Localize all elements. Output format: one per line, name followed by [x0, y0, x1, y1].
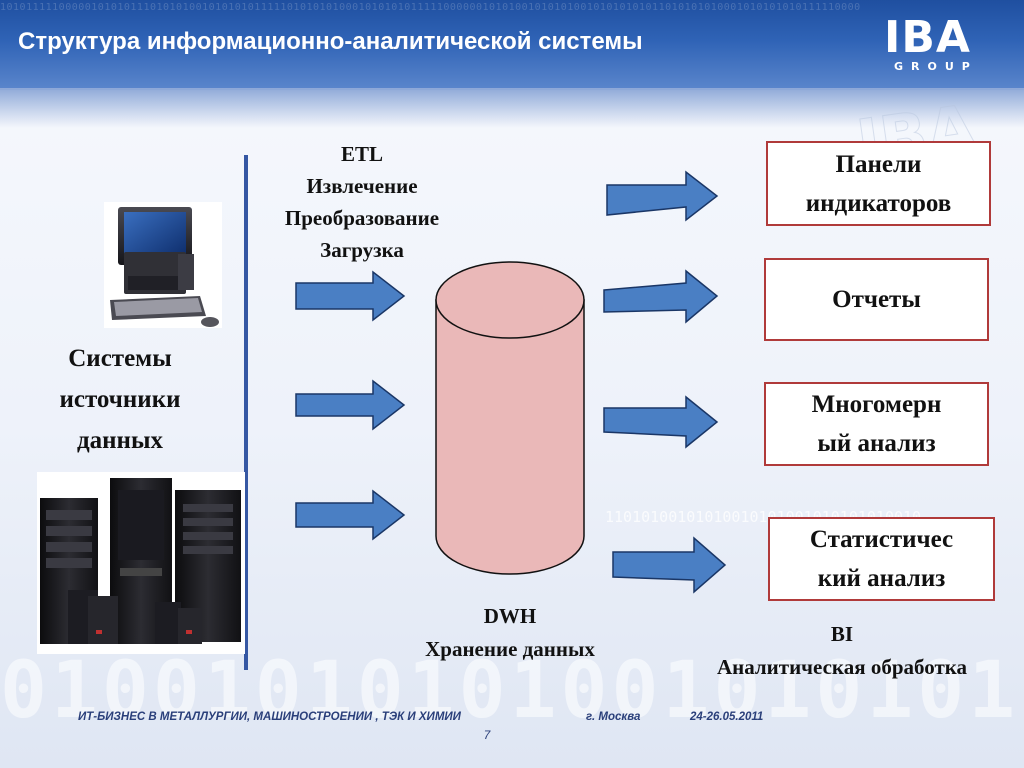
page-number: 7 [483, 728, 491, 742]
logo-sub-text: GROUP [894, 60, 978, 73]
output-line: кий анализ [817, 565, 946, 592]
output-box-reports: Отчеты [764, 258, 989, 341]
computer-image [104, 202, 222, 328]
etl-line: Загрузка [320, 238, 404, 262]
footer-city: г. Москва [586, 711, 641, 723]
footer-event: ИТ-БИЗНЕС В МЕТАЛЛУРГИИ, МАШИНОСТРОЕНИИ … [78, 711, 461, 723]
output-line: Статистичес [809, 526, 954, 553]
output-line: Панели [835, 150, 922, 178]
footer-date: 24-26.05.2011 [690, 711, 764, 723]
dwh-label: DWH Хранение данных [370, 600, 650, 666]
etl-line: Извлечение [306, 174, 418, 198]
output-arrow-3 [603, 395, 719, 449]
etl-line: ETL [340, 142, 384, 166]
input-arrow-2 [295, 379, 406, 431]
output-box-statistics: Статистичес кий анализ [768, 517, 995, 601]
header-fade [0, 88, 1024, 128]
output-box-olap: Многомерн ый анализ [764, 382, 989, 466]
dwh-cylinder [435, 261, 585, 575]
sources-label: Системы источники данных [20, 338, 220, 461]
header-bar: 1010111110000010101011101010100101010101… [0, 0, 1024, 90]
output-arrow-1 [606, 170, 719, 222]
binary-pattern-top: 1010111110000010101011101010100101010101… [0, 2, 860, 13]
output-arrow-2 [603, 269, 719, 324]
sources-line: Системы [68, 345, 172, 372]
sources-line: данных [77, 427, 163, 454]
etl-label: ETL Извлечение Преобразование Загрузка [262, 138, 462, 266]
output-line: Многомерн [811, 391, 942, 418]
input-arrow-1 [295, 270, 406, 322]
binary-pattern-bottom: 01001010101001010101101 [0, 648, 1024, 734]
output-arrow-4 [612, 536, 727, 594]
slide-title: Структура информационно-аналитической си… [18, 28, 643, 55]
vertical-divider [244, 155, 248, 670]
etl-line: Преобразование [284, 206, 440, 230]
output-line: индикаторов [805, 189, 952, 217]
bi-line: BI [830, 622, 854, 646]
bi-line: Аналитическая обработка [716, 655, 968, 679]
dwh-line: DWH [483, 604, 537, 628]
input-arrow-3 [295, 489, 406, 541]
logo-main-text: IBA [884, 12, 971, 63]
output-line: Отчеты [832, 286, 921, 313]
iba-logo: IBA GROUP [884, 14, 984, 74]
dwh-line: Хранение данных [425, 637, 595, 661]
output-box-dashboards: Панели индикаторов [766, 141, 991, 226]
output-line: ый анализ [817, 430, 936, 457]
sources-line: источники [59, 386, 181, 413]
servers-image [37, 472, 245, 654]
bi-label: BI Аналитическая обработка [660, 618, 1024, 684]
